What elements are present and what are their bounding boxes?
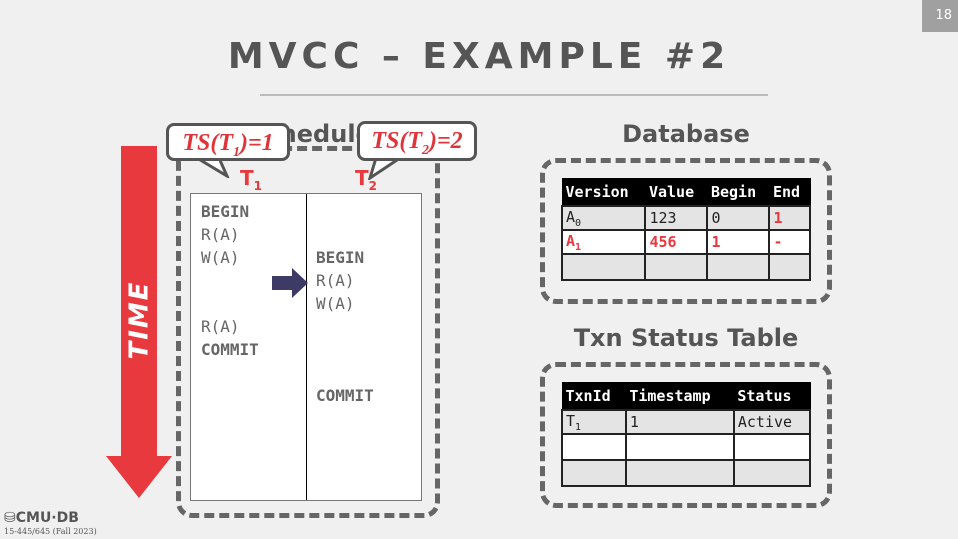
title-divider [260, 94, 768, 96]
col-timestamp: Timestamp [625, 382, 735, 411]
table-row-empty [560, 253, 811, 281]
txn-status-title: Txn Status Table [573, 324, 799, 352]
timestamp-cell: 1 [624, 409, 735, 435]
col-status: Status [733, 382, 811, 411]
value-cell: 456 [644, 229, 709, 255]
table-row: T1 1 Active [561, 409, 812, 435]
t1-op-write: W(A) [201, 248, 240, 267]
ts-t1-bubble: TS(T1)=1 [166, 123, 290, 161]
t1-op-begin: BEGIN [201, 202, 250, 221]
t1-op-read-2: R(A) [201, 317, 240, 336]
t1-op-read: R(A) [201, 225, 240, 244]
table-row-empty [561, 459, 812, 487]
schedule-box [176, 146, 440, 518]
version-cell: A1 [560, 229, 647, 255]
slide-title: MVCC – EXAMPLE #2 [227, 36, 731, 77]
page-number: 18 [922, 0, 958, 32]
current-step-arrow-icon [272, 268, 308, 298]
table-row-empty [561, 433, 812, 461]
end-cell: - [768, 229, 811, 255]
ts-t2-bubble: TS(T2)=2 [357, 121, 477, 161]
t2-op-begin: BEGIN [316, 248, 365, 267]
database-box [540, 158, 832, 304]
t1-op-commit: COMMIT [201, 340, 259, 359]
col-txnid: TxnId [561, 382, 627, 411]
col-begin: Begin [706, 178, 770, 207]
schedule-column-divider [306, 194, 307, 500]
value-cell: 123 [644, 205, 709, 231]
t2-op-commit: COMMIT [316, 386, 374, 405]
t2-op-read: R(A) [316, 271, 355, 290]
table-row: A0 123 0 1 [560, 205, 811, 231]
txn-status-table: TxnId Timestamp Status T1 1 Active [561, 382, 812, 487]
cmu-db-logo: ⛁CMU·DB [4, 510, 79, 526]
txnid-cell: T1 [561, 409, 627, 435]
time-arrow-icon [106, 146, 172, 498]
status-cell: Active [732, 409, 812, 435]
t2-op-write: W(A) [316, 294, 355, 313]
t2-column-label: T2 [355, 166, 378, 193]
course-label: 15-445/645 (Fall 2023) [4, 527, 97, 536]
database-title: Database [622, 120, 750, 148]
end-cell: 1 [768, 205, 811, 231]
txn-table-header: TxnId Timestamp Status [561, 382, 811, 411]
table-row: A1 456 1 - [560, 229, 811, 255]
col-value: Value [644, 178, 708, 207]
begin-cell: 0 [706, 205, 771, 231]
col-end: End [768, 178, 811, 207]
database-icon: ⛁ [4, 510, 16, 526]
version-table-header: Version Value Begin End [561, 178, 811, 207]
version-cell: A0 [560, 205, 647, 231]
col-version: Version [561, 178, 646, 207]
txn-status-box [540, 362, 832, 508]
t1-column-label: T1 [240, 166, 263, 193]
version-table: Version Value Begin End A0 123 0 1 A1 45… [560, 178, 811, 281]
time-label: TIME [125, 280, 156, 360]
schedule-table: BEGIN R(A) W(A) R(A) COMMIT BEGIN R(A) W… [190, 193, 422, 501]
begin-cell: 1 [706, 229, 771, 255]
